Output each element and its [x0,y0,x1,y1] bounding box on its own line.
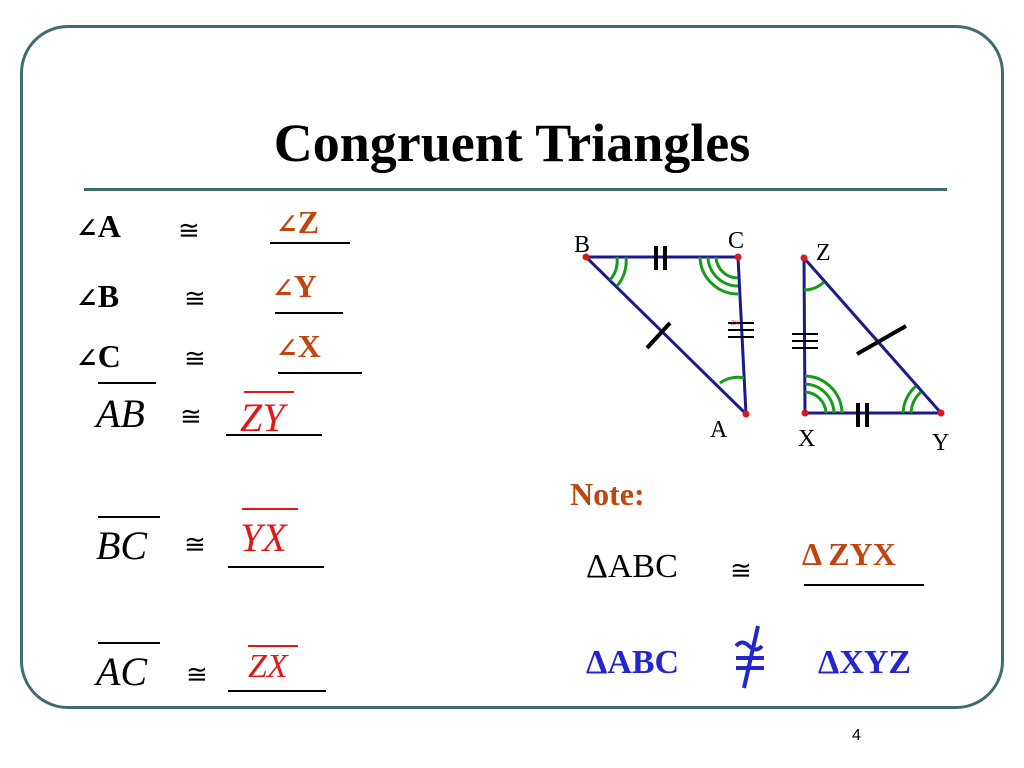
angle-z-answer: ∠Z [276,204,319,241]
tick-marks [645,246,907,427]
angle-b-statement: ∠B [76,278,119,315]
triple-hash-marks [728,322,818,349]
answer-blank [278,372,362,374]
note-label: Note: [570,476,645,512]
answer-blank [228,690,326,692]
angle-arcs [608,256,923,414]
segment-zx-answer: ZX [248,648,288,685]
angle-symbol: ∠ [76,214,98,244]
note-zyx-answer: Δ ZYX [802,536,896,572]
congruent-symbol: ≅ [184,344,206,374]
segment-ac-label: AC [96,649,148,694]
page-number: 4 [852,727,861,744]
congruent-symbol: ≅ [730,556,752,586]
segment-ab-label: AB [96,391,145,436]
answer-blank [226,434,322,436]
angle-x-answer: ∠X [276,328,321,365]
vertex-label-y: Y [932,430,949,456]
angle-symbol: ∠ [272,274,294,304]
congruent-symbol: ≅ [184,284,206,314]
overline [244,391,294,393]
angle-a-statement: ∠A [76,208,121,245]
angle-c-statement: ∠C [76,338,121,375]
congruent-symbol: ≅ [178,216,200,246]
congruent-symbol: ≅ [180,402,202,432]
overline [98,516,160,518]
segment-bc-label: BC [96,523,148,568]
tiny-label: ZX [731,321,739,327]
page-title: Congruent Triangles [273,113,751,173]
congruent-symbol: ≅ [184,530,206,560]
vertex-label-a: A [710,417,728,443]
angle-c-label: C [97,338,121,374]
overline [242,508,298,510]
answer-blank [228,566,324,568]
angle-b-label: B [97,278,120,314]
triangles-figure: B C A Z X Y ZX [574,228,949,456]
title-divider [84,188,947,191]
overline [248,645,298,647]
angle-y-label: Y [293,268,317,304]
angle-x-label: X [297,328,321,364]
note-abc-1: ΔABC [586,548,678,585]
angle-z-label: Z [297,204,320,240]
not-congruent-symbol [732,624,768,690]
vertex-label-b: B [574,232,590,258]
angle-y-answer: ∠Y [272,268,317,305]
note-abc-2: ΔABC [586,644,680,681]
congruent-symbol: ≅ [186,660,208,690]
angle-a-label: A [97,208,121,244]
segment-yx-answer: YX [240,515,287,560]
slide-frame [20,25,1004,709]
segment-zy-answer: ZY [240,395,285,440]
vertex-label-x: X [798,426,815,452]
overline [98,642,160,644]
overline [98,382,156,384]
triangle-zxy [802,254,945,415]
angle-symbol: ∠ [76,344,98,374]
vertex-dots [582,253,945,418]
triangle-abc [582,255,748,418]
answer-blank [270,242,350,244]
angle-symbol: ∠ [276,210,298,240]
note-xyz: ΔXYZ [818,644,912,681]
angle-symbol: ∠ [76,284,98,314]
vertex-label-c: C [728,228,744,254]
angle-symbol: ∠ [276,334,298,364]
answer-blank [275,312,343,314]
answer-blank [804,584,924,586]
vertex-label-z: Z [816,240,831,266]
